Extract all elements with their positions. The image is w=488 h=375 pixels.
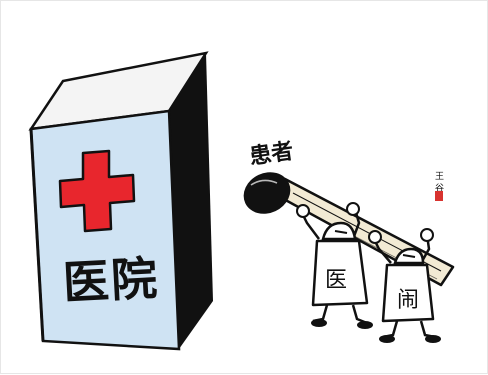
worker-troublemaker: 闹 (368, 228, 441, 343)
match-head (243, 172, 291, 214)
worker-troublemaker-body (381, 263, 435, 323)
worker-doctor-body (311, 239, 369, 307)
red-cross-icon (58, 149, 136, 233)
matchbox-label: 医院 (62, 251, 161, 310)
matchbox: 医院 (28, 51, 213, 351)
artist-signature: 王 谷 (433, 171, 444, 201)
worker-troublemaker-label: 闹 (397, 288, 419, 313)
artist-stamp (435, 191, 443, 201)
worker-doctor: 医 (296, 202, 373, 329)
artist-signature-text: 王 谷 (433, 171, 444, 193)
matchbox-side (169, 53, 213, 349)
worker-doctor-label: 医 (325, 268, 347, 293)
patient-label: 患者 (248, 138, 295, 170)
